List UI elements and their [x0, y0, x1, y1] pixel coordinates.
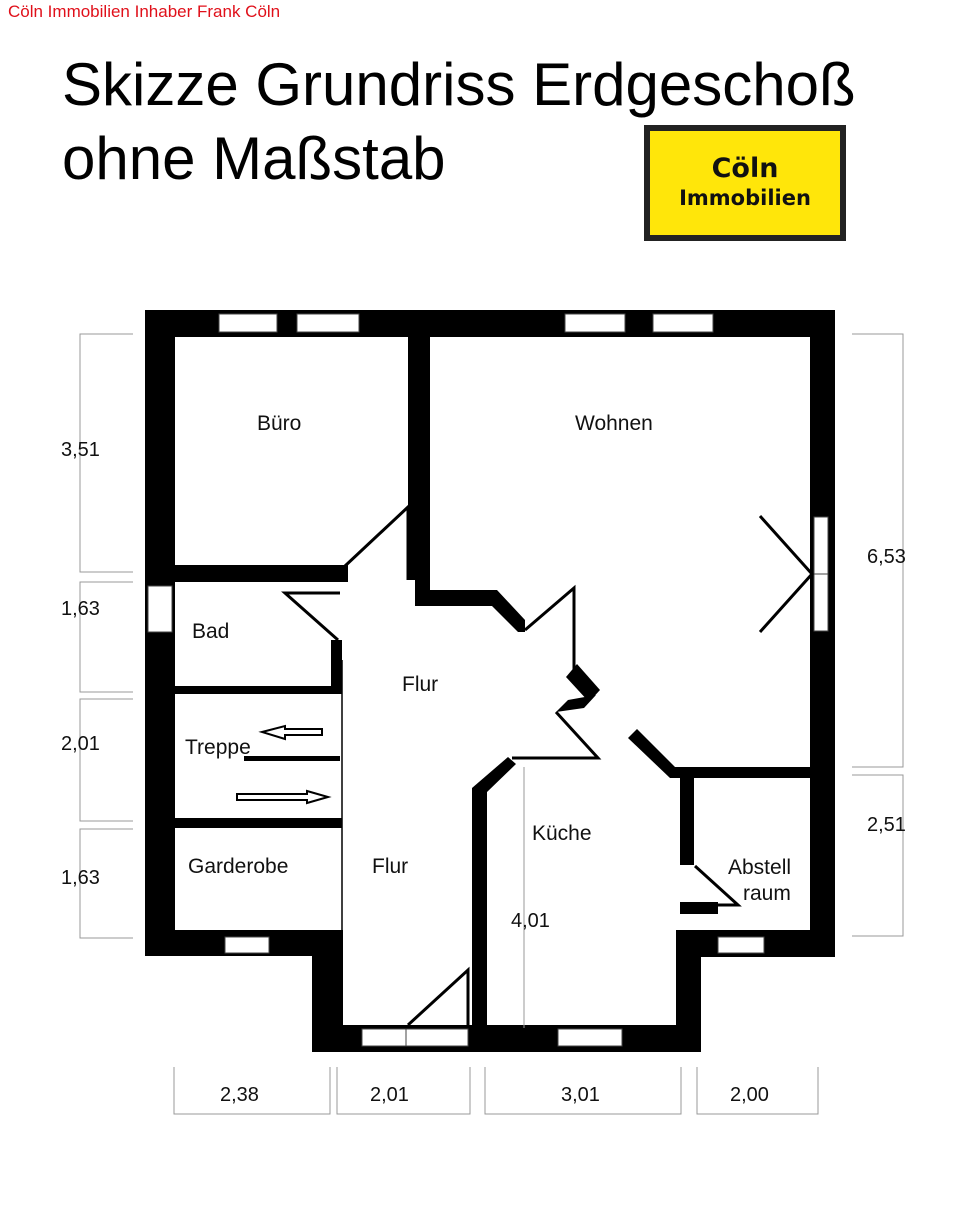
- room-label-abstellraum-line1: Abstell: [728, 856, 791, 879]
- room-label-wohnen: Wohnen: [575, 412, 653, 435]
- room-label-garderobe: Garderobe: [188, 855, 288, 878]
- dim-bottom-2: 2,01: [370, 1084, 409, 1106]
- plan-title: Skizze Grundriss Erdgeschoß: [62, 51, 856, 118]
- dimension-labels: 3,51 1,63 2,01 1,63 6,53 2,51 2,38 2,01 …: [61, 439, 906, 1106]
- dim-kueche-depth: 4,01: [511, 910, 550, 932]
- dim-left-2: 1,63: [61, 598, 100, 620]
- dim-right-2: 2,51: [867, 814, 906, 836]
- company-logo: Cöln Immobilien: [644, 125, 846, 241]
- room-labels: Büro Wohnen Bad Flur Treppe Garderobe Fl…: [185, 412, 791, 905]
- company-watermark: Cöln Immobilien Inhaber Frank Cöln: [8, 2, 281, 21]
- room-label-bad: Bad: [192, 620, 229, 643]
- room-label-flur-lower: Flur: [372, 855, 408, 878]
- dim-bottom-3: 3,01: [561, 1084, 600, 1106]
- logo-line-2: Immobilien: [679, 186, 811, 210]
- dim-left-1: 3,51: [61, 439, 100, 461]
- stair-arrow-left-icon: [258, 724, 323, 741]
- dimension-lines: [79, 333, 904, 1115]
- windows: [147, 313, 829, 1047]
- room-label-abstellraum-line2: raum: [743, 882, 791, 905]
- dim-left-3: 2,01: [61, 733, 100, 755]
- stair-arrow-right-icon: [236, 789, 332, 805]
- room-label-kueche: Küche: [532, 822, 592, 845]
- room-label-buero: Büro: [257, 412, 301, 435]
- dim-bottom-1: 2,38: [220, 1084, 259, 1106]
- dim-left-4: 1,63: [61, 867, 100, 889]
- dim-bottom-4: 2,00: [730, 1084, 769, 1106]
- room-label-flur-upper: Flur: [402, 673, 438, 696]
- plan-subtitle: ohne Maßstab: [62, 125, 446, 192]
- interior-walls: [170, 335, 815, 1030]
- logo-line-1: Cöln: [711, 153, 779, 184]
- door-swings: [281, 503, 815, 1027]
- room-label-treppe: Treppe: [185, 736, 251, 759]
- dim-right-1: 6,53: [867, 546, 906, 568]
- stair-arrows: [236, 724, 340, 805]
